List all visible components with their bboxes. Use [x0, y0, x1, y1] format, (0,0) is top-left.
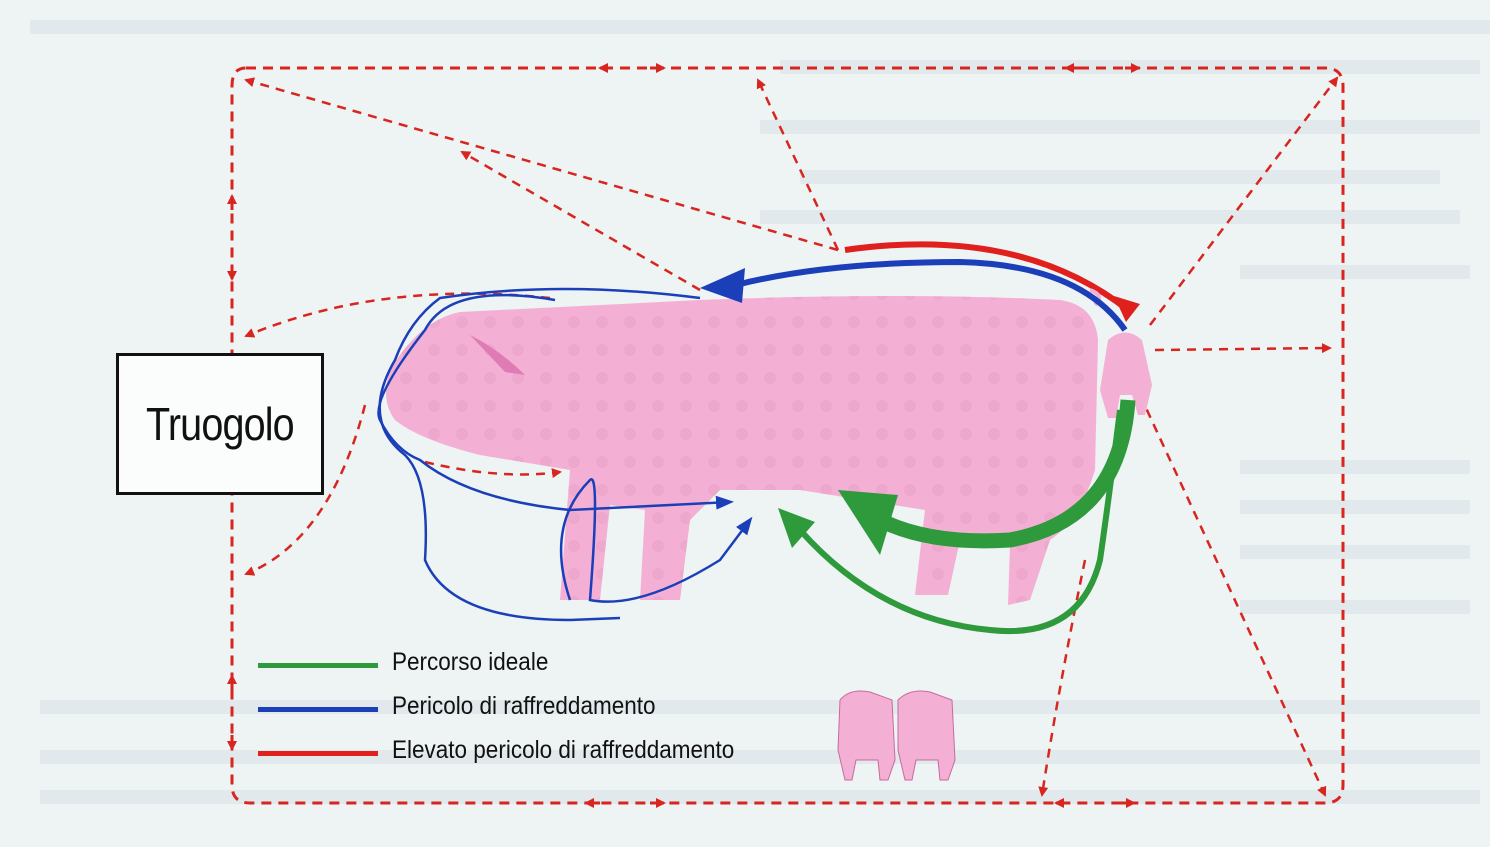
cooling-risk-arrowhead-top: [700, 268, 745, 303]
legend-swatch-high-cooling-risk: [258, 751, 378, 756]
pig-side-icon: [386, 290, 1099, 605]
legend-label-cooling-risk: Pericolo di raffreddamento: [392, 692, 655, 721]
legend-swatch-cooling-risk: [258, 707, 378, 712]
piglets-rear-icon: [838, 691, 955, 780]
legend-swatch-ideal: [258, 663, 378, 668]
trough-label: Truogolo: [146, 397, 294, 451]
legend-label-high-cooling-risk: Elevato pericolo di raffreddamento: [392, 736, 734, 765]
legend-label-ideal: Percorso ideale: [392, 648, 548, 677]
trough-box: Truogolo: [116, 353, 324, 495]
